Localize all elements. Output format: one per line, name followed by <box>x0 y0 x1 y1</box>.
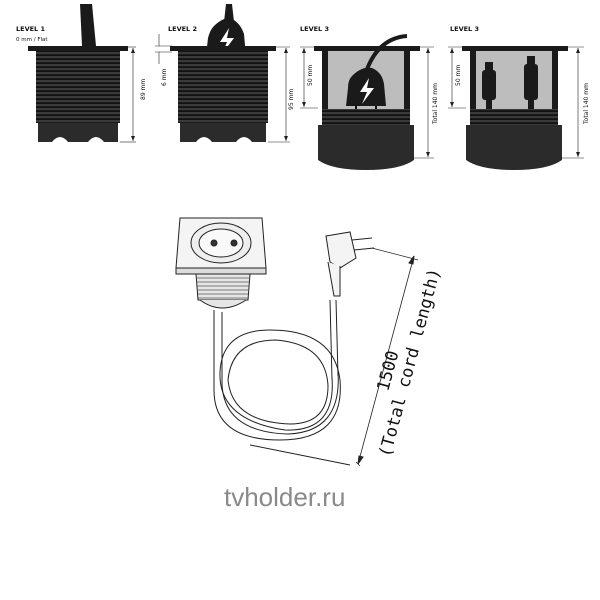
level-2-plate <box>170 46 276 51</box>
level-3b-body <box>470 109 558 125</box>
level-1-plate <box>28 46 128 51</box>
level-3b-plate <box>462 46 568 51</box>
level-1-plug <box>80 4 96 46</box>
level-2-bottom <box>180 123 266 142</box>
level-3a-dim-small: 50 mm <box>307 65 314 86</box>
level-1-subtitle: 0 mm / Flat <box>16 37 48 43</box>
lightning-icon <box>220 28 234 54</box>
level-3b-title: LEVEL 3 <box>450 25 479 33</box>
level-3b-dim-label: Total 140 mm <box>583 83 590 125</box>
lightning-icon <box>360 78 374 104</box>
level-1-panel: LEVEL 1 0 mm / Flat 89 mm <box>16 4 147 143</box>
level-2-title: LEVEL 2 <box>168 25 197 33</box>
level-1-body <box>36 51 120 123</box>
cord-dim-line <box>357 255 415 465</box>
level-3a-plate <box>314 46 420 51</box>
level-3a-body <box>322 109 410 125</box>
level-2-dim-label: 95 mm <box>288 89 295 110</box>
power-cord <box>213 310 341 441</box>
level-3a-title: LEVEL 3 <box>300 25 329 33</box>
hdmi-connector-icon <box>524 64 538 100</box>
level-3b-dim-small: 50 mm <box>455 65 462 86</box>
socket-body <box>195 273 251 301</box>
level-3b-panel: LEVEL 3 50 mm Total 140 mm <box>448 25 590 170</box>
level-1-bottom <box>38 123 118 142</box>
level-3a-cable <box>364 34 408 73</box>
usb-connector-icon <box>482 70 496 100</box>
level-3b-bottom <box>466 125 562 170</box>
level-3a-dim-label: Total 140 mm <box>432 83 439 125</box>
level-2-dim-small: 6 mm <box>161 68 168 86</box>
level-1-title: LEVEL 1 <box>16 25 45 33</box>
level-2-panel: LEVEL 2 6 mm 95 mm <box>155 4 295 143</box>
level-3a-panel: LEVEL 3 50 mm Total 140 mm <box>300 25 439 170</box>
cord-plug <box>325 231 357 269</box>
level-3a-bottom <box>318 125 414 170</box>
level-1-dim-label: 89 mm <box>140 79 147 100</box>
watermark: tvholder.ru <box>224 482 345 512</box>
level-2-body <box>178 51 268 123</box>
socket-assembly <box>175 217 419 467</box>
